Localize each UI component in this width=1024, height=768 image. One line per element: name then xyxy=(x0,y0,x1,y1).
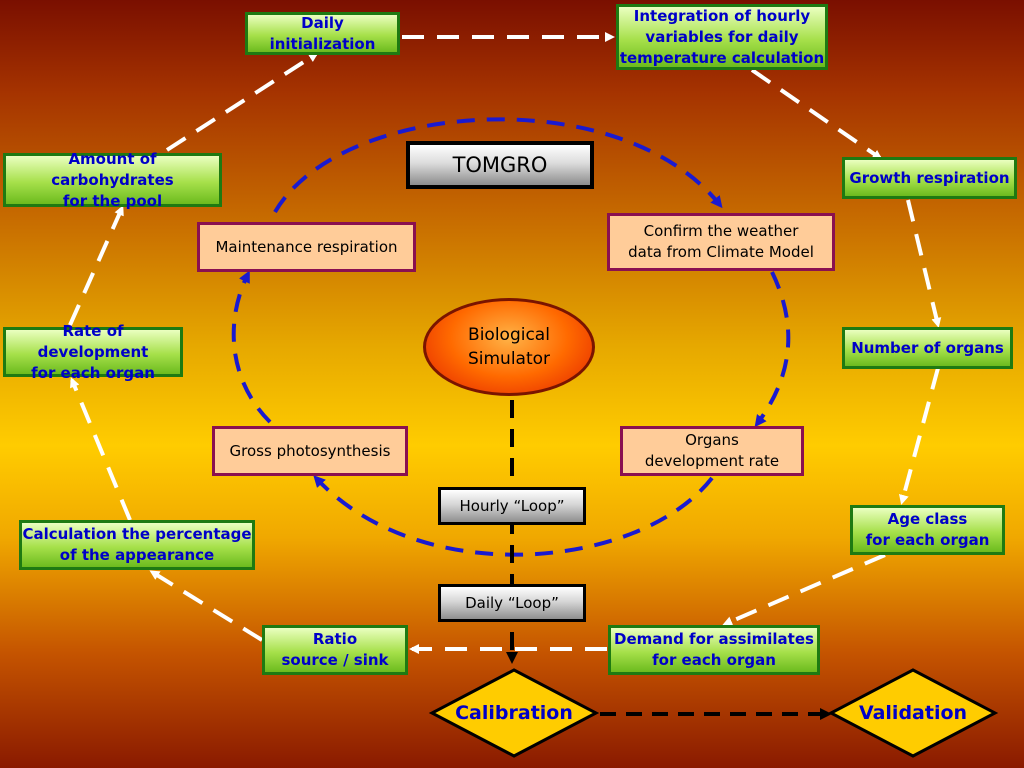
rate-development-box: Rate of development for each organ xyxy=(3,322,183,382)
organs-dev-line-2: development rate xyxy=(644,452,780,470)
tomgro-title: TOMGRO xyxy=(406,141,594,189)
arrow-maint-to-weather xyxy=(273,117,723,214)
weather-box: Confirm the weather data from Climate Mo… xyxy=(607,213,835,271)
integration-line-1: Integration of hourly xyxy=(633,6,811,25)
num-organs-label: Number of organs xyxy=(851,338,1004,357)
hourly-loop-label: Hourly “Loop” xyxy=(459,496,565,515)
calibration-label: Calibration xyxy=(455,702,573,724)
age-class-line-1: Age class xyxy=(887,510,968,528)
integration-line-3: temperature calculation xyxy=(619,48,825,67)
carbo-line-1: Amount of carbohydrates xyxy=(51,149,174,189)
ratio-box: Ratio source / sink xyxy=(262,625,408,675)
demand-line-1: Demand for assimilates xyxy=(614,630,814,648)
carbohydrates-box: Amount of carbohydrates for the pool xyxy=(3,150,222,210)
arrow-carbo-to-daily-init xyxy=(165,52,319,152)
simulator-line-2: Simulator xyxy=(467,349,551,369)
calc-percentage-box: Calculation the percentage of the appear… xyxy=(19,520,255,570)
growth-respiration-box: Growth respiration xyxy=(842,157,1017,199)
ratio-line-2: source / sink xyxy=(281,651,389,669)
arrow-rate-to-carbo xyxy=(68,205,124,326)
daily-loop-label: Daily “Loop” xyxy=(465,593,559,612)
arrow-calc-to-rate xyxy=(70,377,132,521)
simulator-line-1: Biological xyxy=(468,325,550,345)
number-of-organs-box: Number of organs xyxy=(842,327,1013,369)
organs-dev-line-1: Organs xyxy=(685,431,739,449)
weather-line-2: data from Climate Model xyxy=(628,243,814,261)
integration-line-2: variables for daily xyxy=(645,27,799,46)
validation-diamond xyxy=(827,668,999,758)
gross-photosynthesis-box: Gross photosynthesis xyxy=(212,426,408,476)
calibration-diamond xyxy=(428,668,600,758)
arrow-organs-to-gross xyxy=(313,475,714,557)
calc-line-1: Calculation the percentage xyxy=(22,525,252,543)
arrow-gross-to-maint xyxy=(231,270,272,424)
weather-line-1: Confirm the weather xyxy=(643,222,799,240)
tomgro-title-text: TOMGRO xyxy=(452,152,548,177)
age-class-line-2: for each organ xyxy=(865,531,990,549)
arrow-age-to-demand xyxy=(722,553,886,626)
hourly-loop-box: Hourly “Loop” xyxy=(438,487,586,525)
arrow-weather-to-organs xyxy=(754,271,791,428)
validation-label: Validation xyxy=(858,702,968,724)
integration-box: Integration of hourly variables for dail… xyxy=(616,4,828,70)
age-class-box: Age class for each organ xyxy=(850,505,1005,555)
daily-init-label: Daily initialization xyxy=(269,13,376,53)
rate-line-1: Rate of development xyxy=(37,321,149,361)
daily-initialization-box: Daily initialization xyxy=(245,12,400,55)
demand-box: Demand for assimilates for each organ xyxy=(608,625,820,675)
arrow-growth-to-organs xyxy=(906,199,942,328)
arrow-organs-to-age xyxy=(898,367,940,505)
organs-development-box: Organs development rate xyxy=(620,426,804,476)
rate-line-2: for each organ xyxy=(31,363,155,382)
carbo-line-2: for the pool xyxy=(62,191,163,210)
gross-label: Gross photosynthesis xyxy=(229,441,391,460)
demand-line-2: for each organ xyxy=(652,651,776,669)
biological-simulator: Biological Simulator xyxy=(423,298,595,396)
arrow-ratio-to-calc xyxy=(149,570,264,642)
maint-label: Maintenance respiration xyxy=(215,237,398,256)
daily-loop-box: Daily “Loop” xyxy=(438,584,586,622)
arrow-integration-to-growth xyxy=(750,68,883,160)
growth-resp-label: Growth respiration xyxy=(849,168,1010,187)
maintenance-respiration-box: Maintenance respiration xyxy=(197,222,416,272)
ratio-line-1: Ratio xyxy=(312,630,358,648)
calc-line-2: of the appearance xyxy=(59,546,215,564)
